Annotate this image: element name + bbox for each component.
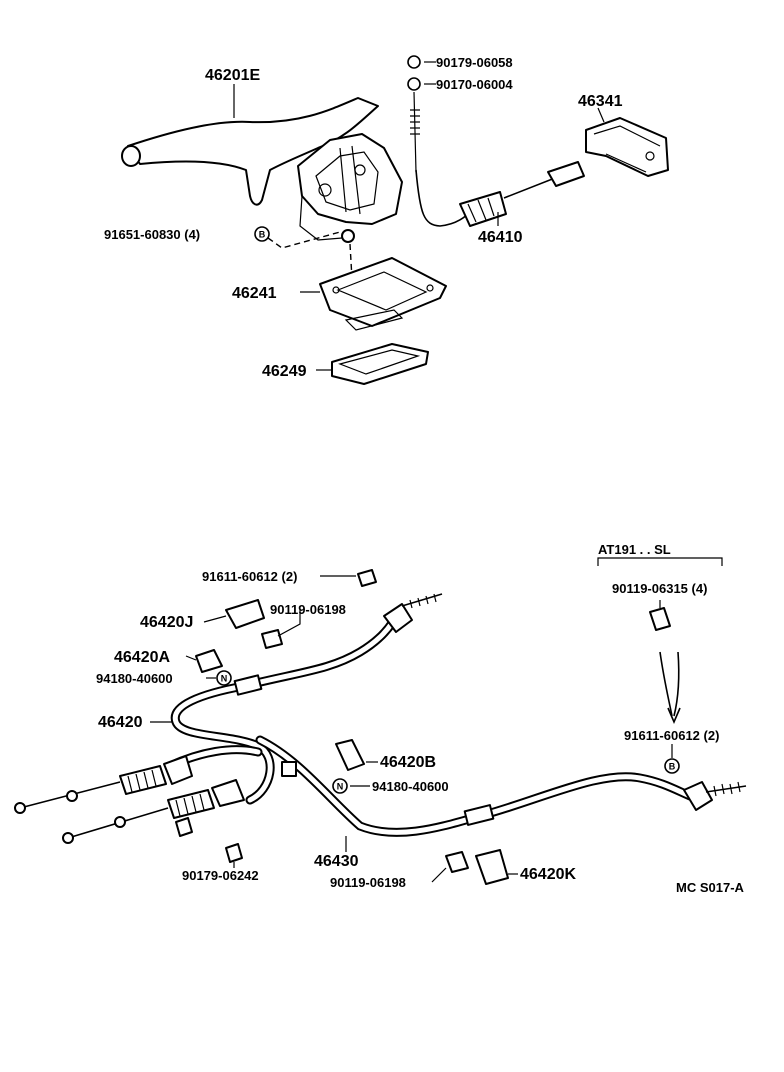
label-46201E: 46201E	[205, 67, 260, 84]
label-46241: 46241	[232, 285, 277, 302]
label-90179-06058: 90179-06058	[436, 55, 513, 70]
cable-46420-upper	[239, 607, 403, 691]
label-90119-06198-b: 90119-06198	[330, 875, 406, 890]
left-bracket-2	[211, 779, 245, 807]
arrow-shaft-1	[659, 651, 673, 717]
label-46341: 46341	[578, 93, 623, 110]
lever-pawl	[339, 145, 361, 215]
lever-ratchet-plate	[315, 151, 379, 211]
label-94180-40600-b: 94180-40600	[372, 779, 449, 794]
clamp-46420K	[475, 849, 509, 885]
b-symbol-upper-text: B	[259, 230, 266, 240]
right-cable-end	[683, 781, 713, 811]
plate-opening	[336, 271, 428, 311]
bolt-91651-60830: B	[254, 226, 355, 315]
left-bracket-1	[163, 755, 193, 785]
nut-90179-06058	[407, 55, 421, 69]
bolt-91611-60612-a	[357, 569, 377, 587]
boot-gasket	[331, 343, 429, 385]
front-cable-end	[547, 161, 585, 187]
equalizer-46341	[585, 117, 669, 177]
label-90119-06315: 90119-06315 (4)	[612, 581, 707, 596]
adjuster-rod-assembly	[407, 55, 421, 173]
clamp-46420J	[225, 599, 265, 629]
bolt-guide-dash	[267, 231, 341, 249]
boot-46249	[331, 343, 429, 385]
label-46249: 46249	[262, 363, 307, 380]
label-46420A: 46420A	[114, 649, 170, 666]
label-46420K: 46420K	[520, 866, 576, 883]
lower-hardware: N N B	[175, 557, 723, 885]
b-symbol-upper	[254, 226, 270, 242]
label-91651-60830: 91651-60830 (4)	[104, 227, 200, 242]
label-46420: 46420	[98, 714, 143, 731]
clamp-46420A	[195, 649, 223, 673]
front-cable-boot	[459, 191, 507, 227]
n-symbol-b-text: N	[337, 782, 344, 792]
at191-bracket	[597, 557, 723, 566]
label-46420B: 46420B	[380, 754, 436, 771]
label-at191-sl: AT191 . . SL	[598, 542, 671, 557]
cable-46410	[415, 161, 585, 227]
rod-thread	[410, 109, 420, 135]
label-91611-60612-a: 91611-60612 (2)	[202, 569, 297, 584]
n-symbol-a	[216, 670, 232, 686]
label-90119-06198-a: 90119-06198	[270, 602, 346, 617]
diagram-code: MC S017-A	[676, 880, 745, 895]
cable-ferrule-2	[463, 804, 495, 826]
rear-cables	[14, 593, 747, 844]
cable-top-spring	[401, 593, 443, 607]
n-symbol-a-text: N	[221, 674, 228, 684]
lever-ratchet-body	[297, 133, 403, 225]
b-symbol-lower-text: B	[669, 762, 676, 772]
arrow-shaft-2	[673, 651, 680, 717]
label-90170-06004: 90170-06004	[436, 77, 513, 92]
lever-assembly	[121, 97, 403, 243]
lever-bracket	[299, 195, 343, 241]
cable-ferrule-3	[281, 761, 297, 777]
nut-90170-06004	[407, 77, 421, 91]
equalizer-body	[585, 117, 669, 177]
front-cable-wire	[503, 175, 561, 199]
mounting-plate	[319, 257, 447, 327]
bolt-90119-06315	[649, 607, 671, 631]
lever-pivot	[318, 183, 332, 197]
cable-top-end	[383, 603, 413, 633]
label-46420J: 46420J	[140, 614, 193, 631]
lever-grip-end	[121, 145, 141, 167]
left-spring-2	[167, 789, 215, 819]
n-symbol-b	[332, 778, 348, 794]
arrow-head	[667, 707, 681, 725]
label-90179-06242: 90179-06242	[182, 868, 259, 883]
label-46410: 46410	[478, 229, 523, 246]
plate-46241	[319, 257, 447, 331]
label-46430: 46430	[314, 853, 359, 870]
b-symbol-lower	[664, 758, 680, 774]
nut-small-left	[175, 817, 193, 837]
bolt-90119-06198-a	[261, 629, 283, 649]
leader-lines	[150, 61, 673, 883]
bolt-90119-06198-b	[445, 851, 469, 873]
label-91611-60612-b: 91611-60612 (2)	[624, 728, 719, 743]
nut-90179-06242	[225, 843, 243, 863]
label-94180-40600-a: 94180-40600	[96, 671, 173, 686]
left-spring-1	[119, 765, 167, 795]
labels: 46201E 90179-06058 90170-06004 46341 916…	[96, 55, 745, 895]
cable-ferrule-1	[233, 674, 263, 696]
adjuster-rod	[413, 91, 417, 173]
plate-skirt	[344, 309, 404, 331]
clamp-46420B	[335, 739, 365, 771]
lever-mount-bolt	[341, 229, 355, 243]
